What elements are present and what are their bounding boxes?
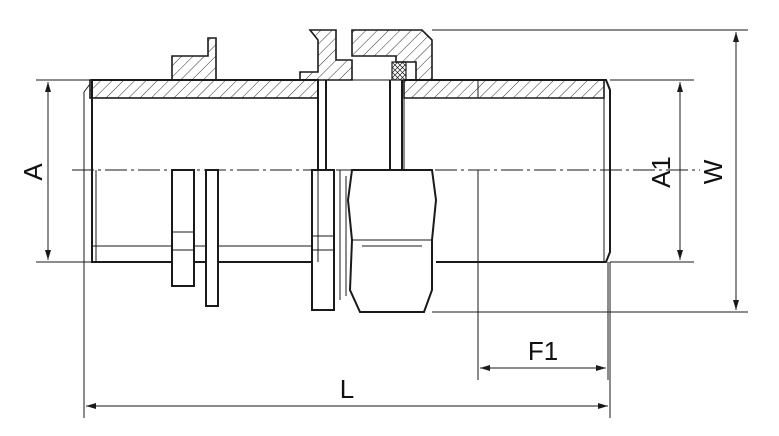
center-hex-section (299, 29, 353, 81)
left-thread-section (89, 79, 319, 99)
locknut-section (171, 37, 217, 81)
dimension-a-label: A (18, 163, 48, 181)
locknut-plate (205, 169, 219, 307)
locknut (171, 37, 219, 307)
dimension-a: A (18, 79, 92, 263)
dimension-w: W (432, 29, 748, 313)
union-nut (339, 29, 438, 313)
dimension-l: L (83, 262, 611, 418)
left-body (83, 79, 319, 263)
center-hex-lower (311, 169, 335, 311)
dimension-a1: A1 (610, 79, 694, 263)
dimension-l-label: L (340, 374, 354, 404)
right-body (403, 79, 611, 263)
union-nut-section (351, 29, 433, 81)
inner-sleeve (318, 79, 404, 170)
right-thread-section (403, 79, 605, 99)
dimension-w-label: W (698, 159, 728, 184)
union-nut-hex (346, 169, 438, 313)
locknut-flange (171, 169, 195, 287)
right-body-outline (404, 79, 611, 263)
o-ring-seal (391, 61, 407, 81)
dimension-f1: F1 (477, 262, 609, 380)
dimension-a1-label: A1 (646, 156, 676, 188)
dimension-f1-label: F1 (528, 336, 558, 366)
